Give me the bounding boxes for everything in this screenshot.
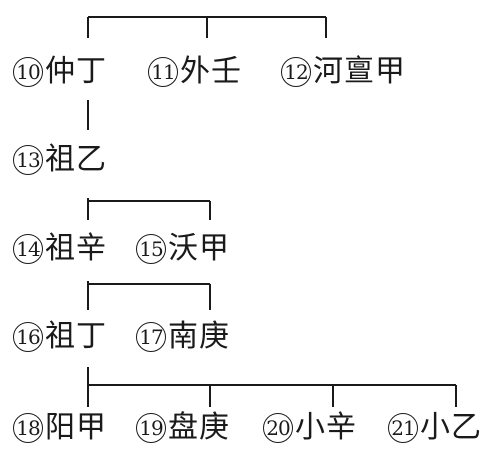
node-17: 17 南庚 (136, 318, 230, 356)
node-19: 19 盘庚 (136, 409, 230, 447)
node-name: 小乙 (420, 410, 482, 445)
node-name: 祖乙 (45, 142, 107, 177)
node-name: 祖辛 (45, 231, 107, 266)
node-number: 14 (13, 234, 43, 264)
node-11: 11 外壬 (148, 53, 242, 91)
node-name: 仲丁 (45, 54, 107, 89)
node-name: 外壬 (180, 54, 242, 89)
node-number: 21 (388, 413, 418, 443)
link-n13-children (87, 198, 211, 220)
node-name: 河亶甲 (313, 54, 406, 89)
node-number: 20 (263, 413, 293, 443)
node-10: 10 仲丁 (13, 53, 107, 91)
link-n14-children (87, 281, 211, 310)
node-name: 沃甲 (168, 231, 230, 266)
node-number: 15 (136, 234, 166, 264)
node-21: 21 小乙 (388, 409, 482, 447)
node-number: 11 (148, 57, 178, 87)
node-14: 14 祖辛 (13, 230, 107, 268)
node-12: 12 河亶甲 (281, 53, 406, 91)
node-number: 13 (13, 145, 43, 175)
node-name: 阳甲 (45, 410, 107, 445)
node-number: 18 (13, 413, 43, 443)
node-15: 15 沃甲 (136, 230, 230, 268)
node-20: 20 小辛 (263, 409, 357, 447)
node-13: 13 祖乙 (13, 141, 107, 179)
node-number: 17 (136, 322, 166, 352)
node-number: 16 (13, 322, 43, 352)
node-name: 小辛 (295, 410, 357, 445)
node-number: 10 (13, 57, 43, 87)
node-name: 南庚 (168, 319, 230, 354)
node-16: 16 祖丁 (13, 318, 107, 356)
node-name: 祖丁 (45, 319, 107, 354)
link-top-siblings (87, 16, 327, 38)
node-number: 19 (136, 413, 166, 443)
node-18: 18 阳甲 (13, 409, 107, 447)
node-name: 盘庚 (168, 410, 230, 445)
link-n16-children (87, 367, 457, 407)
node-number: 12 (281, 57, 311, 87)
